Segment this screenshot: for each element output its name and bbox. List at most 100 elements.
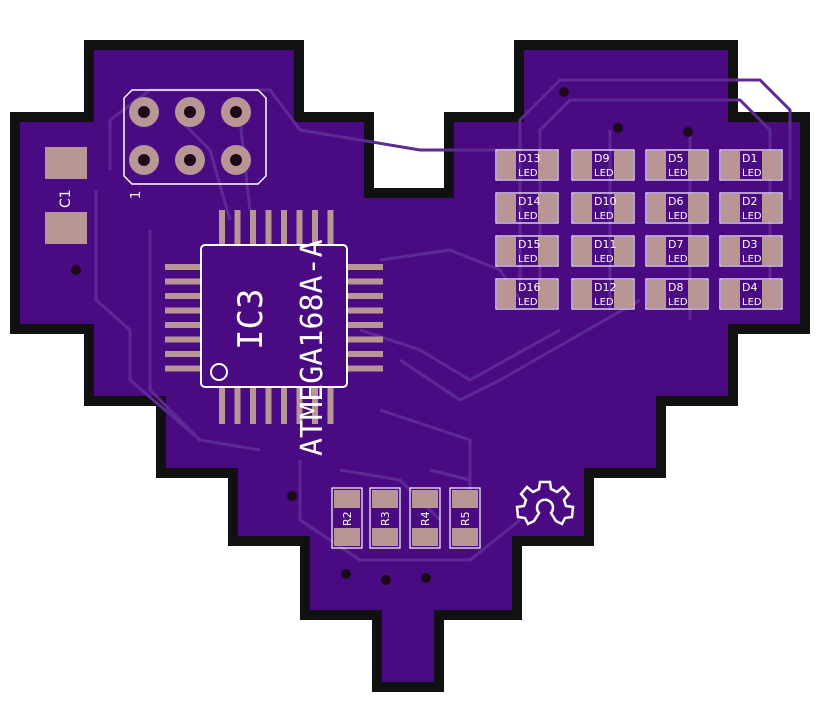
led-pad — [647, 280, 666, 308]
led-outline — [571, 278, 635, 310]
resistor-pad — [372, 528, 398, 546]
chip-ref-label: IC3 — [231, 289, 271, 350]
led-pad — [538, 237, 557, 265]
led-ref-label: D9 — [594, 152, 609, 165]
chip-pad — [165, 336, 201, 343]
gear-icon — [515, 480, 575, 526]
led-ref-label: D8 — [668, 281, 683, 294]
vias — [71, 87, 693, 585]
led-type-label: LED — [518, 211, 538, 222]
led-pad — [688, 237, 707, 265]
resistor-pad — [452, 490, 478, 508]
led-type-label: LED — [668, 211, 688, 222]
led-type-label: LED — [594, 297, 614, 308]
led-outline — [571, 192, 635, 224]
header-pin — [175, 145, 205, 175]
led-type-label: LED — [668, 297, 688, 308]
resistor-pad — [412, 490, 438, 508]
chip-pad — [165, 322, 201, 328]
led-ref-label: D2 — [742, 195, 757, 208]
led-outline — [495, 192, 559, 224]
header-pin — [221, 145, 251, 175]
chip-pad — [281, 210, 287, 246]
resistor-r2: R2 — [331, 487, 363, 549]
resistor-label: R2 — [341, 511, 354, 526]
resistor-outline — [449, 487, 481, 549]
chip-pad — [165, 264, 201, 270]
chip-pad — [234, 388, 241, 424]
resistor-outline — [369, 487, 401, 549]
led-pad — [721, 151, 740, 179]
led-ref-label: D7 — [668, 238, 683, 251]
led-pad — [762, 280, 781, 308]
led-pad — [573, 194, 592, 222]
led-type-label: LED — [594, 211, 614, 222]
led-ref-label: D3 — [742, 238, 757, 251]
chip-pad — [165, 365, 201, 372]
led-pad — [573, 151, 592, 179]
led-outline — [719, 149, 783, 181]
led-type-label: LED — [742, 254, 762, 265]
chip-pad — [347, 322, 383, 328]
microcontroller: IC3 ATMEGA168A-A — [165, 210, 383, 456]
led-pad — [688, 151, 707, 179]
chip-pad — [250, 210, 256, 246]
led-pad — [762, 237, 781, 265]
resistor-label: R4 — [419, 511, 432, 526]
led-outline — [645, 192, 709, 224]
chip-pad — [219, 388, 225, 424]
chip-pad — [296, 388, 303, 424]
led-outline — [719, 278, 783, 310]
resistor-label: R5 — [459, 511, 472, 526]
chip-pad — [219, 210, 225, 246]
led-outline — [719, 235, 783, 267]
led-pad — [688, 280, 707, 308]
chip-pad — [347, 293, 383, 299]
chip-pad — [165, 307, 201, 314]
programming-header: 1 — [123, 89, 267, 199]
led-type-label: LED — [518, 297, 538, 308]
led-pad — [573, 237, 592, 265]
led-pad — [614, 151, 633, 179]
led-outline — [645, 235, 709, 267]
led-ref-label: D14 — [518, 195, 540, 208]
chip-pad — [347, 278, 383, 285]
chip-pad — [327, 210, 334, 246]
led-type-label: LED — [518, 168, 538, 179]
chip-pad — [312, 210, 318, 246]
led-type-label: LED — [668, 168, 688, 179]
led-pad — [762, 151, 781, 179]
resistor-pad — [334, 528, 360, 546]
led-pad — [573, 280, 592, 308]
led-ref-label: D13 — [518, 152, 540, 165]
led-pad — [614, 280, 633, 308]
led-pad — [497, 280, 516, 308]
led-pad — [538, 194, 557, 222]
led-type-label: LED — [668, 254, 688, 265]
led-ref-label: D10 — [594, 195, 616, 208]
chip-pad — [265, 210, 272, 246]
chip-pad — [347, 307, 383, 314]
header-pin — [129, 97, 159, 127]
led-type-label: LED — [518, 254, 538, 265]
pin1-marker — [210, 363, 228, 381]
header-pin — [175, 97, 205, 127]
chip-pad — [312, 388, 318, 424]
chip-pad — [250, 388, 256, 424]
led-pad — [538, 151, 557, 179]
capacitor-label: C1 — [58, 189, 74, 208]
led-outline — [495, 149, 559, 181]
led-pad — [762, 194, 781, 222]
resistor-pad — [452, 528, 478, 546]
led-ref-label: D5 — [668, 152, 683, 165]
led-ref-label: D6 — [668, 195, 683, 208]
